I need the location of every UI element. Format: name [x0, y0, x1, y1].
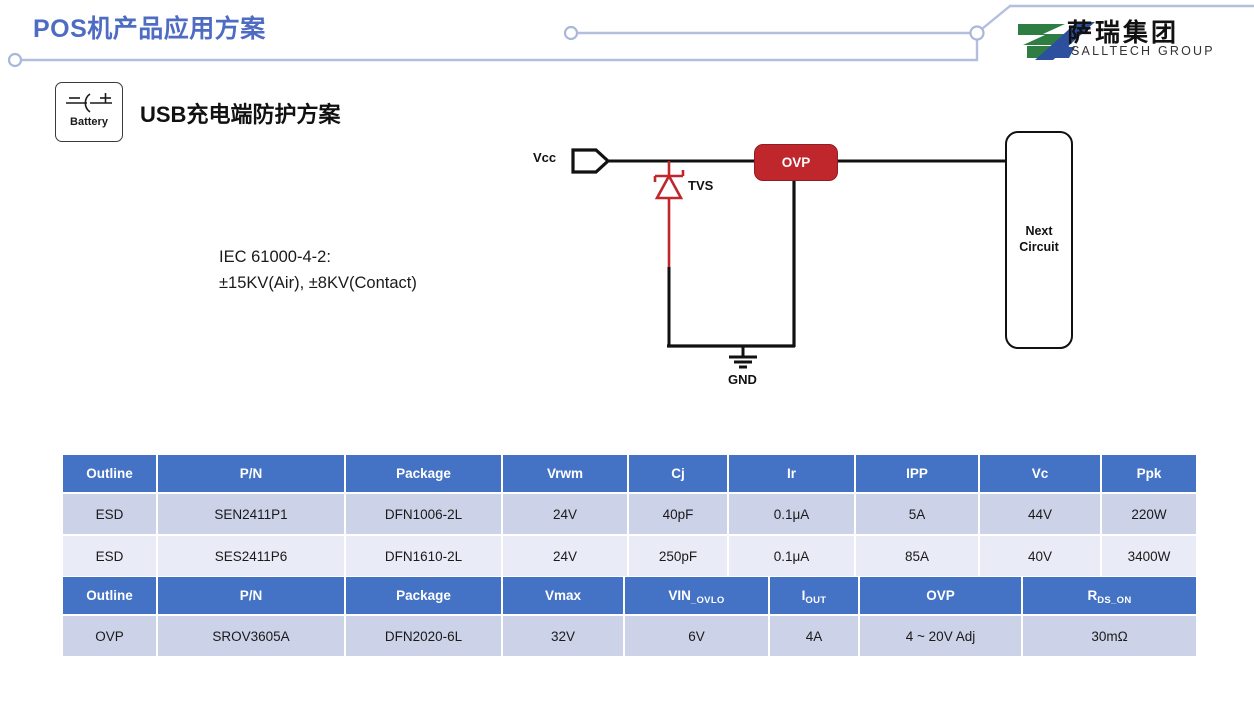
battery-cell-icon	[66, 93, 112, 113]
esd-col-ppk: Ppk	[1101, 455, 1196, 494]
cell-ovp: 4 ~ 20V Adj	[859, 615, 1023, 658]
ovp-col-ovp: OVP	[859, 577, 1023, 616]
next-circuit-line-2: Circuit	[1019, 240, 1059, 254]
iec-note-line-2: ±15KV(Air), ±8KV(Contact)	[219, 273, 417, 292]
cell-pn: SEN2411P1	[157, 493, 346, 536]
cell-vrwm: 24V	[502, 493, 629, 536]
ovp-col-package: Package	[345, 577, 503, 616]
cell-ipp: 5A	[855, 493, 980, 536]
ovp-col-rds-on: RDS_ON	[1022, 577, 1196, 616]
table-row: OVP SROV3605A DFN2020-6L 32V 6V 4A 4 ~ 2…	[63, 615, 1196, 658]
ovp-col-vin-sub: _OVLO	[690, 595, 725, 606]
ovp-table-header-row: Outline P/N Package Vmax VIN_OVLO IOUT O…	[63, 577, 1196, 616]
cell-iout: 4A	[769, 615, 860, 658]
circuit-diagram	[571, 148, 1007, 369]
ovp-col-vin-base: VIN	[668, 588, 691, 603]
cell-cj: 250pF	[628, 535, 729, 578]
vcc-label: Vcc	[533, 150, 557, 165]
tvs-label: TVS	[688, 178, 714, 193]
esd-col-outline: Outline	[63, 455, 158, 494]
esd-col-ir: Ir	[728, 455, 856, 494]
cell-outline: ESD	[63, 535, 158, 578]
ovp-col-iout-base: I	[801, 588, 806, 603]
esd-col-vc: Vc	[979, 455, 1102, 494]
next-circuit-label: Next Circuit	[1019, 224, 1059, 255]
ovp-col-vmax: Vmax	[502, 577, 625, 616]
ground-icon	[729, 346, 757, 369]
iec-spec-note: IEC 61000-4-2: ±15KV(Air), ±8KV(Contact)	[219, 245, 417, 296]
tvs-diode-icon	[653, 170, 685, 200]
cell-package: DFN1610-2L	[345, 535, 503, 578]
esd-col-vrwm: Vrwm	[502, 455, 629, 494]
company-logo-mark	[1018, 22, 1095, 60]
next-circuit-block: Next Circuit	[1005, 131, 1073, 349]
table-row: ESD SEN2411P1 DFN1006-2L 24V 40pF 0.1μA …	[63, 493, 1196, 536]
gnd-label: GND	[728, 372, 757, 387]
battery-badge: Battery	[55, 82, 123, 142]
cell-ir: 0.1μA	[728, 493, 856, 536]
ovp-col-vin-ovlo: VIN_OVLO	[624, 577, 770, 616]
ovp-col-outline: Outline	[63, 577, 158, 616]
ovp-component-block: OVP	[754, 144, 838, 181]
table-row: ESD SES2411P6 DFN1610-2L 24V 250pF 0.1μA…	[63, 535, 1196, 578]
ovp-col-pn: P/N	[157, 577, 346, 616]
esd-col-ipp: IPP	[855, 455, 980, 494]
cell-pn: SES2411P6	[157, 535, 346, 578]
cell-outline: ESD	[63, 493, 158, 536]
battery-badge-label: Battery	[70, 116, 108, 128]
cell-rds-on: 30mΩ	[1022, 615, 1196, 658]
cell-vmax: 32V	[502, 615, 625, 658]
brand-name-en: SALLTECH GROUP	[1071, 44, 1215, 58]
cell-ipp: 85A	[855, 535, 980, 578]
esd-table-header-row: Outline P/N Package Vrwm Cj Ir IPP Vc Pp…	[63, 455, 1196, 494]
cell-vc: 40V	[979, 535, 1102, 578]
ovp-col-rds-base: R	[1087, 588, 1098, 603]
brand-name-cn: 萨瑞集团	[1067, 18, 1180, 47]
cell-package: DFN2020-6L	[345, 615, 503, 658]
cell-pn: SROV3605A	[157, 615, 346, 658]
next-circuit-line-1: Next	[1025, 224, 1053, 239]
cell-ppk: 220W	[1101, 493, 1196, 536]
cell-ir: 0.1μA	[728, 535, 856, 578]
cell-vin-ovlo: 6V	[624, 615, 770, 658]
cell-cj: 40pF	[628, 493, 729, 536]
page-title: POS机产品应用方案	[33, 15, 266, 43]
iec-note-line-1: IEC 61000-4-2:	[219, 248, 331, 266]
cell-package: DFN1006-2L	[345, 493, 503, 536]
cell-outline: OVP	[63, 615, 158, 658]
ovp-spec-table: Outline P/N Package Vmax VIN_OVLO IOUT O…	[63, 577, 1196, 658]
cell-vrwm: 24V	[502, 535, 629, 578]
ovp-col-iout-sub: OUT	[805, 595, 827, 606]
header-decoration	[7, 4, 1254, 68]
section-title: USB充电端防护方案	[140, 102, 341, 127]
cell-ppk: 3400W	[1101, 535, 1196, 578]
ovp-col-rds-sub: DS_ON	[1097, 595, 1132, 606]
vcc-connector-icon	[571, 148, 611, 174]
esd-col-cj: Cj	[628, 455, 729, 494]
esd-spec-table: Outline P/N Package Vrwm Cj Ir IPP Vc Pp…	[63, 455, 1196, 578]
esd-col-package: Package	[345, 455, 503, 494]
ovp-col-iout: IOUT	[769, 577, 860, 616]
cell-vc: 44V	[979, 493, 1102, 536]
esd-col-pn: P/N	[157, 455, 346, 494]
